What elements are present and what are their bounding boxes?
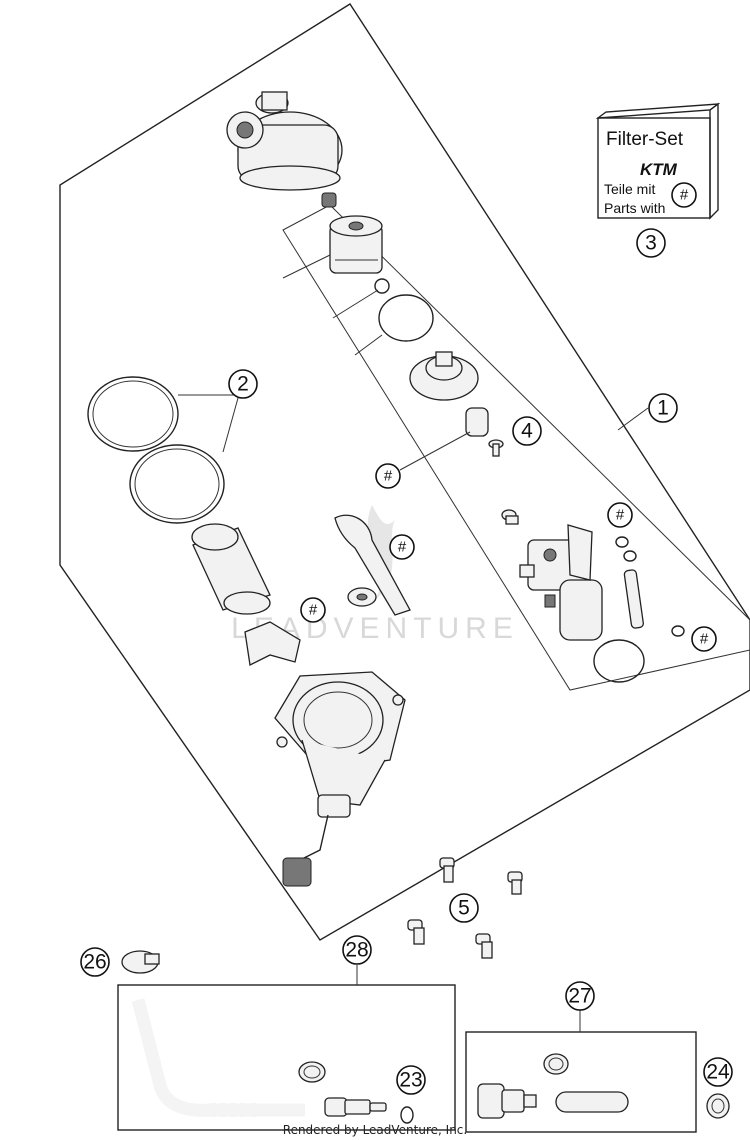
svg-text:1: 1 xyxy=(657,397,669,420)
filter-o-ring xyxy=(378,294,434,342)
hose-clamp-26 xyxy=(121,950,160,974)
pressure-regulator-part xyxy=(409,351,479,401)
electric-pump-part xyxy=(519,524,603,641)
hash-callout-4: # xyxy=(607,502,633,528)
svg-text:#: # xyxy=(700,631,709,648)
svg-text:#: # xyxy=(309,602,318,619)
large-o-ring-2-inner xyxy=(134,448,220,520)
small-o-ring xyxy=(374,278,390,294)
hash-callout-2: # xyxy=(389,534,415,560)
callout-3: 3 xyxy=(636,228,666,258)
callout-4: 4 xyxy=(512,416,542,446)
bolt-part-3 xyxy=(407,919,425,945)
svg-text:24: 24 xyxy=(706,1061,730,1084)
clip-part xyxy=(347,587,377,607)
svg-text:26: 26 xyxy=(83,951,106,974)
callout-24: 24 xyxy=(703,1057,733,1087)
callout-27: 27 xyxy=(565,981,595,1011)
pump-screw-part xyxy=(501,509,519,525)
svg-text:#: # xyxy=(398,539,407,556)
ktm-logo: KTM xyxy=(640,160,678,179)
callout-23: 23 xyxy=(396,1065,426,1095)
small-seal-ring xyxy=(400,1106,414,1124)
pump-o-ring xyxy=(593,639,645,683)
filter-set-box: Filter-Set KTM Teile mit Parts with # xyxy=(595,102,721,220)
short-hose-part xyxy=(555,1091,629,1113)
bracket-part xyxy=(244,621,301,666)
quick-connector-box xyxy=(465,1031,697,1133)
large-o-ring-1 xyxy=(87,376,179,452)
filter-set-hash: # xyxy=(680,187,689,204)
callout-5: 5 xyxy=(449,893,479,923)
footer-credit: Rendered by LeadVenture, Inc. xyxy=(283,1123,467,1137)
bolt-part-1 xyxy=(439,857,455,883)
pump-head-part xyxy=(226,91,343,191)
hose-connector-part xyxy=(324,1097,387,1117)
spring-part xyxy=(321,192,337,208)
pump-flange-housing-part xyxy=(274,671,406,887)
washer-part-2 xyxy=(623,550,637,562)
callout-2: 2 xyxy=(228,369,258,399)
bent-hose-part xyxy=(131,998,305,1117)
bolt-part-4 xyxy=(475,933,493,959)
pump-subassembly-boundary xyxy=(282,204,750,691)
fuel-tube-part xyxy=(623,569,644,629)
svg-text:27: 27 xyxy=(568,985,591,1008)
callout-1: 1 xyxy=(648,393,678,423)
callout-28: 28 xyxy=(342,935,372,965)
quick-connector-part xyxy=(477,1083,537,1119)
callout-26: 26 xyxy=(80,947,110,977)
large-o-ring-2 xyxy=(129,444,225,524)
svg-text:4: 4 xyxy=(521,420,533,443)
hash-callout-3: # xyxy=(300,597,326,623)
screw-part xyxy=(488,439,504,457)
filter-set-title: Filter-Set xyxy=(606,129,684,150)
large-o-ring-1-inner xyxy=(92,380,174,448)
bolt-part-2 xyxy=(507,871,523,895)
hose-assembly-box xyxy=(117,984,456,1131)
svg-text:#: # xyxy=(384,468,393,485)
hash-callout-5: # xyxy=(691,626,717,652)
hose-clamp-part xyxy=(298,1061,326,1083)
connector-clamp-part xyxy=(543,1053,569,1075)
fuel-filter-part xyxy=(329,215,383,274)
washer-part-3 xyxy=(671,625,685,637)
filter-set-line2: Parts with xyxy=(604,200,665,216)
main-assembly-boundary xyxy=(59,3,750,941)
hose-clamp-24 xyxy=(706,1093,730,1119)
washer-part xyxy=(615,536,629,548)
filter-set-line1: Teile mit xyxy=(604,181,655,197)
svg-text:3: 3 xyxy=(645,232,657,255)
svg-text:#: # xyxy=(616,507,625,524)
deflector-part xyxy=(334,514,411,616)
sleeve-part xyxy=(465,407,489,437)
strainer-cylinder-part xyxy=(191,523,271,615)
svg-text:23: 23 xyxy=(399,1069,422,1092)
svg-text:28: 28 xyxy=(345,939,368,962)
svg-text:2: 2 xyxy=(237,373,249,396)
hash-callout-1: # xyxy=(375,463,401,489)
svg-text:5: 5 xyxy=(458,897,470,920)
